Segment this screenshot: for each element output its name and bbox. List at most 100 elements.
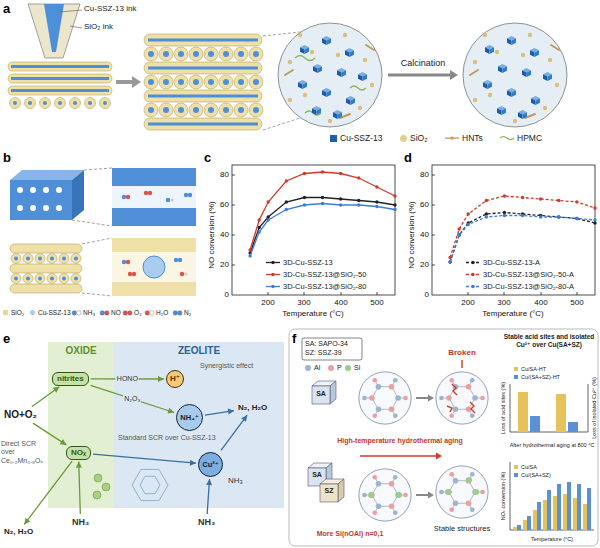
composite-monolith xyxy=(47,274,57,284)
molecule-icon xyxy=(72,311,77,316)
calcined-cross-section xyxy=(495,50,499,54)
data-point xyxy=(303,203,306,206)
step-label: Calcination xyxy=(401,58,446,69)
woodpile-scaffold xyxy=(238,51,244,57)
legend-swatch xyxy=(514,375,518,379)
axis-title: Loss of acid sites (%) xyxy=(500,382,507,434)
zeolite-monolith xyxy=(166,198,170,202)
calcined-cross-section xyxy=(521,53,525,57)
chart-c-axes xyxy=(232,265,235,266)
data-point xyxy=(285,200,288,203)
filament-cross-section xyxy=(288,98,292,102)
nozzle xyxy=(60,10,82,12)
composite-monolith xyxy=(82,238,112,296)
composite-monolith xyxy=(112,238,196,296)
bar-chart-nox xyxy=(587,488,591,530)
woodpile-scaffold xyxy=(219,103,233,117)
connector-line xyxy=(33,423,66,445)
composite-monolith xyxy=(11,254,21,264)
filament-cross-section xyxy=(343,33,347,37)
framework-circles xyxy=(436,466,488,518)
chart-c-axes xyxy=(232,205,235,206)
framework-circles xyxy=(359,469,411,521)
axis-title: Loss of isolated Cu²⁺ (%) xyxy=(591,377,598,439)
arrow-head xyxy=(24,518,30,525)
data-point xyxy=(575,200,578,203)
mechanism-note: Direct SCR over Ce₀.₂Mn₀.₈Oₓ xyxy=(1,440,47,465)
legend-text: N₂ xyxy=(184,309,191,317)
chart-d-axes xyxy=(432,165,595,295)
calcined-cross-section xyxy=(470,70,478,75)
data-point xyxy=(593,221,596,224)
data-point xyxy=(257,226,260,229)
tick-label: 20 xyxy=(220,260,229,270)
calcined-cross-section xyxy=(531,96,540,105)
printed-filaments xyxy=(40,98,51,109)
data-series xyxy=(248,170,396,251)
composite-monolith xyxy=(23,254,33,264)
tick-label: 300 xyxy=(497,298,510,308)
data-point xyxy=(575,217,578,220)
bar-chart-nox xyxy=(547,490,551,530)
legend-text: HNTs xyxy=(462,133,483,143)
tick-label: 80 xyxy=(220,170,229,180)
framework-circles xyxy=(359,372,488,521)
printed-filaments xyxy=(85,98,96,109)
connector xyxy=(206,479,212,514)
connector xyxy=(33,423,66,445)
zeolite-monolith xyxy=(184,193,188,197)
composite-monolith xyxy=(38,277,42,281)
filament-cross-section xyxy=(350,86,366,90)
data-point xyxy=(357,199,360,202)
composite-monolith xyxy=(128,272,132,276)
data-point xyxy=(575,217,578,220)
process-label: High-temperature hydrothermal aging xyxy=(320,437,480,445)
woodpile-scaffold xyxy=(253,107,259,113)
composite-monolith xyxy=(23,274,33,284)
species-box: NOₓ xyxy=(66,446,91,460)
woodpile-scaffold xyxy=(144,47,158,61)
species-box: nitrites xyxy=(52,372,89,386)
process-arrow xyxy=(132,76,141,88)
bar-chart-losses xyxy=(510,384,511,432)
filament-cross-section xyxy=(298,33,302,37)
bar-chart-nox xyxy=(583,504,587,530)
bar-chart-nox xyxy=(513,527,517,530)
legend-swatch xyxy=(330,135,337,142)
composite-monolith xyxy=(35,254,45,264)
calcined-cross-section xyxy=(463,23,567,127)
legend-text: Cu-SSZ-13 xyxy=(38,309,71,317)
printed-filaments xyxy=(25,98,36,109)
woodpile-scaffold xyxy=(208,51,214,57)
framework-circles xyxy=(359,372,411,424)
node-text: N₂, H₂O xyxy=(238,403,267,413)
chart-d-axes xyxy=(504,292,505,295)
chart-title: Stable acid sites and isolated Cu²⁺ over… xyxy=(500,333,598,349)
data-point xyxy=(448,260,451,263)
composite-monolith xyxy=(11,274,21,284)
data-point xyxy=(321,202,324,205)
composite-monolith xyxy=(14,257,18,261)
connector xyxy=(205,409,234,416)
chart-c-axes xyxy=(232,235,235,236)
woodpile-scaffold xyxy=(189,103,203,117)
zeolite-monolith xyxy=(126,195,130,199)
woodpile-scaffold xyxy=(178,51,184,57)
molecule-icon xyxy=(77,311,82,316)
bar-chart-losses xyxy=(510,384,588,432)
chart-c-axes xyxy=(232,175,235,176)
composite-monolith xyxy=(126,260,130,264)
woodpile-scaffold xyxy=(144,90,262,102)
filament-cross-section xyxy=(336,53,340,57)
data-point xyxy=(303,172,306,175)
molecule-icon xyxy=(178,311,183,316)
woodpile-scaffold xyxy=(189,47,203,61)
zeolite-monolith xyxy=(122,195,126,199)
data-point xyxy=(593,218,596,221)
woodpile-scaffold xyxy=(238,79,244,85)
series-line xyxy=(450,196,595,258)
data-point xyxy=(448,260,451,263)
data-point xyxy=(375,200,378,203)
axis-title: Temperature (°C) xyxy=(282,309,343,319)
series-line xyxy=(450,213,595,263)
